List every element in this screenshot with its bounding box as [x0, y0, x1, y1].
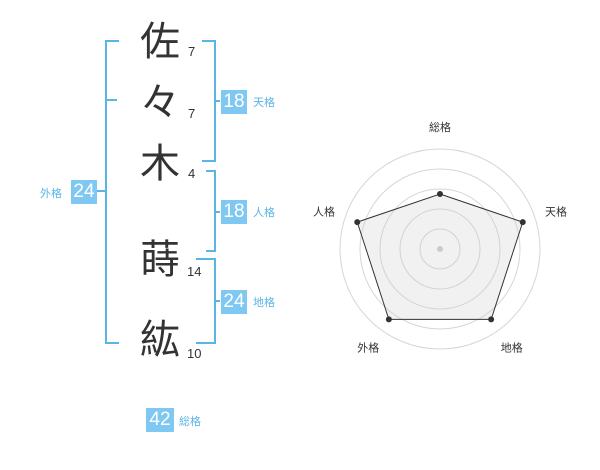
soukaku-label: 総格 [179, 415, 201, 428]
radar-point [385, 316, 392, 323]
radar-ring [379, 188, 501, 310]
radar-center [437, 246, 443, 252]
radar-polygon [356, 193, 524, 320]
tenkaku-label: 天格 [253, 96, 275, 109]
radar-axis-label: 人格 [313, 204, 335, 218]
radar-series [356, 193, 524, 320]
name-char-5: 紘 [140, 317, 180, 363]
stroke-count-2: 7 [188, 106, 196, 121]
radar-ring [419, 228, 461, 270]
gaikaku-bracket [105, 40, 119, 344]
radar-ring [399, 208, 481, 290]
radar-point [437, 191, 443, 197]
radar-grid [339, 148, 541, 350]
name-char-1: 佐 [140, 19, 180, 65]
jinkaku-label: 人格 [253, 206, 275, 219]
radar-point [519, 219, 526, 226]
stroke-count-5: 10 [187, 346, 202, 361]
stroke-count-1: 7 [188, 44, 196, 59]
radar-point [354, 219, 361, 226]
radar-axis-label: 天格 [545, 204, 567, 218]
stroke-count-4: 14 [187, 264, 202, 279]
gaikaku-label: 外格 [40, 187, 62, 200]
chikaku-label: 地格 [253, 296, 275, 309]
gaikaku-value: 24 [71, 180, 97, 204]
jinkaku-bracket-connector [214, 211, 220, 213]
tenkaku-value: 18 [221, 90, 247, 114]
radar-points [354, 191, 526, 323]
gaikaku-bracket-connector [97, 190, 105, 192]
name-char-4: 蒔 [140, 237, 180, 283]
radar-point [488, 316, 495, 323]
radar-axis-label: 地格 [501, 341, 523, 355]
chikaku-bracket-connector [214, 300, 220, 302]
soukaku-value: 42 [146, 408, 174, 432]
jinkaku-value: 18 [221, 200, 247, 224]
name-char-2: 々 [140, 80, 180, 126]
stroke-count-3: 4 [188, 166, 196, 181]
radar-axis-label: 外格 [357, 341, 379, 355]
name-char-3: 木 [140, 141, 180, 187]
radar-ring [359, 168, 521, 330]
tenkaku-bracket-connector [214, 100, 220, 102]
gaikaku-bracket-tick [105, 99, 117, 101]
chikaku-value: 24 [221, 290, 247, 314]
radar-axis-label: 総格 [429, 120, 451, 134]
